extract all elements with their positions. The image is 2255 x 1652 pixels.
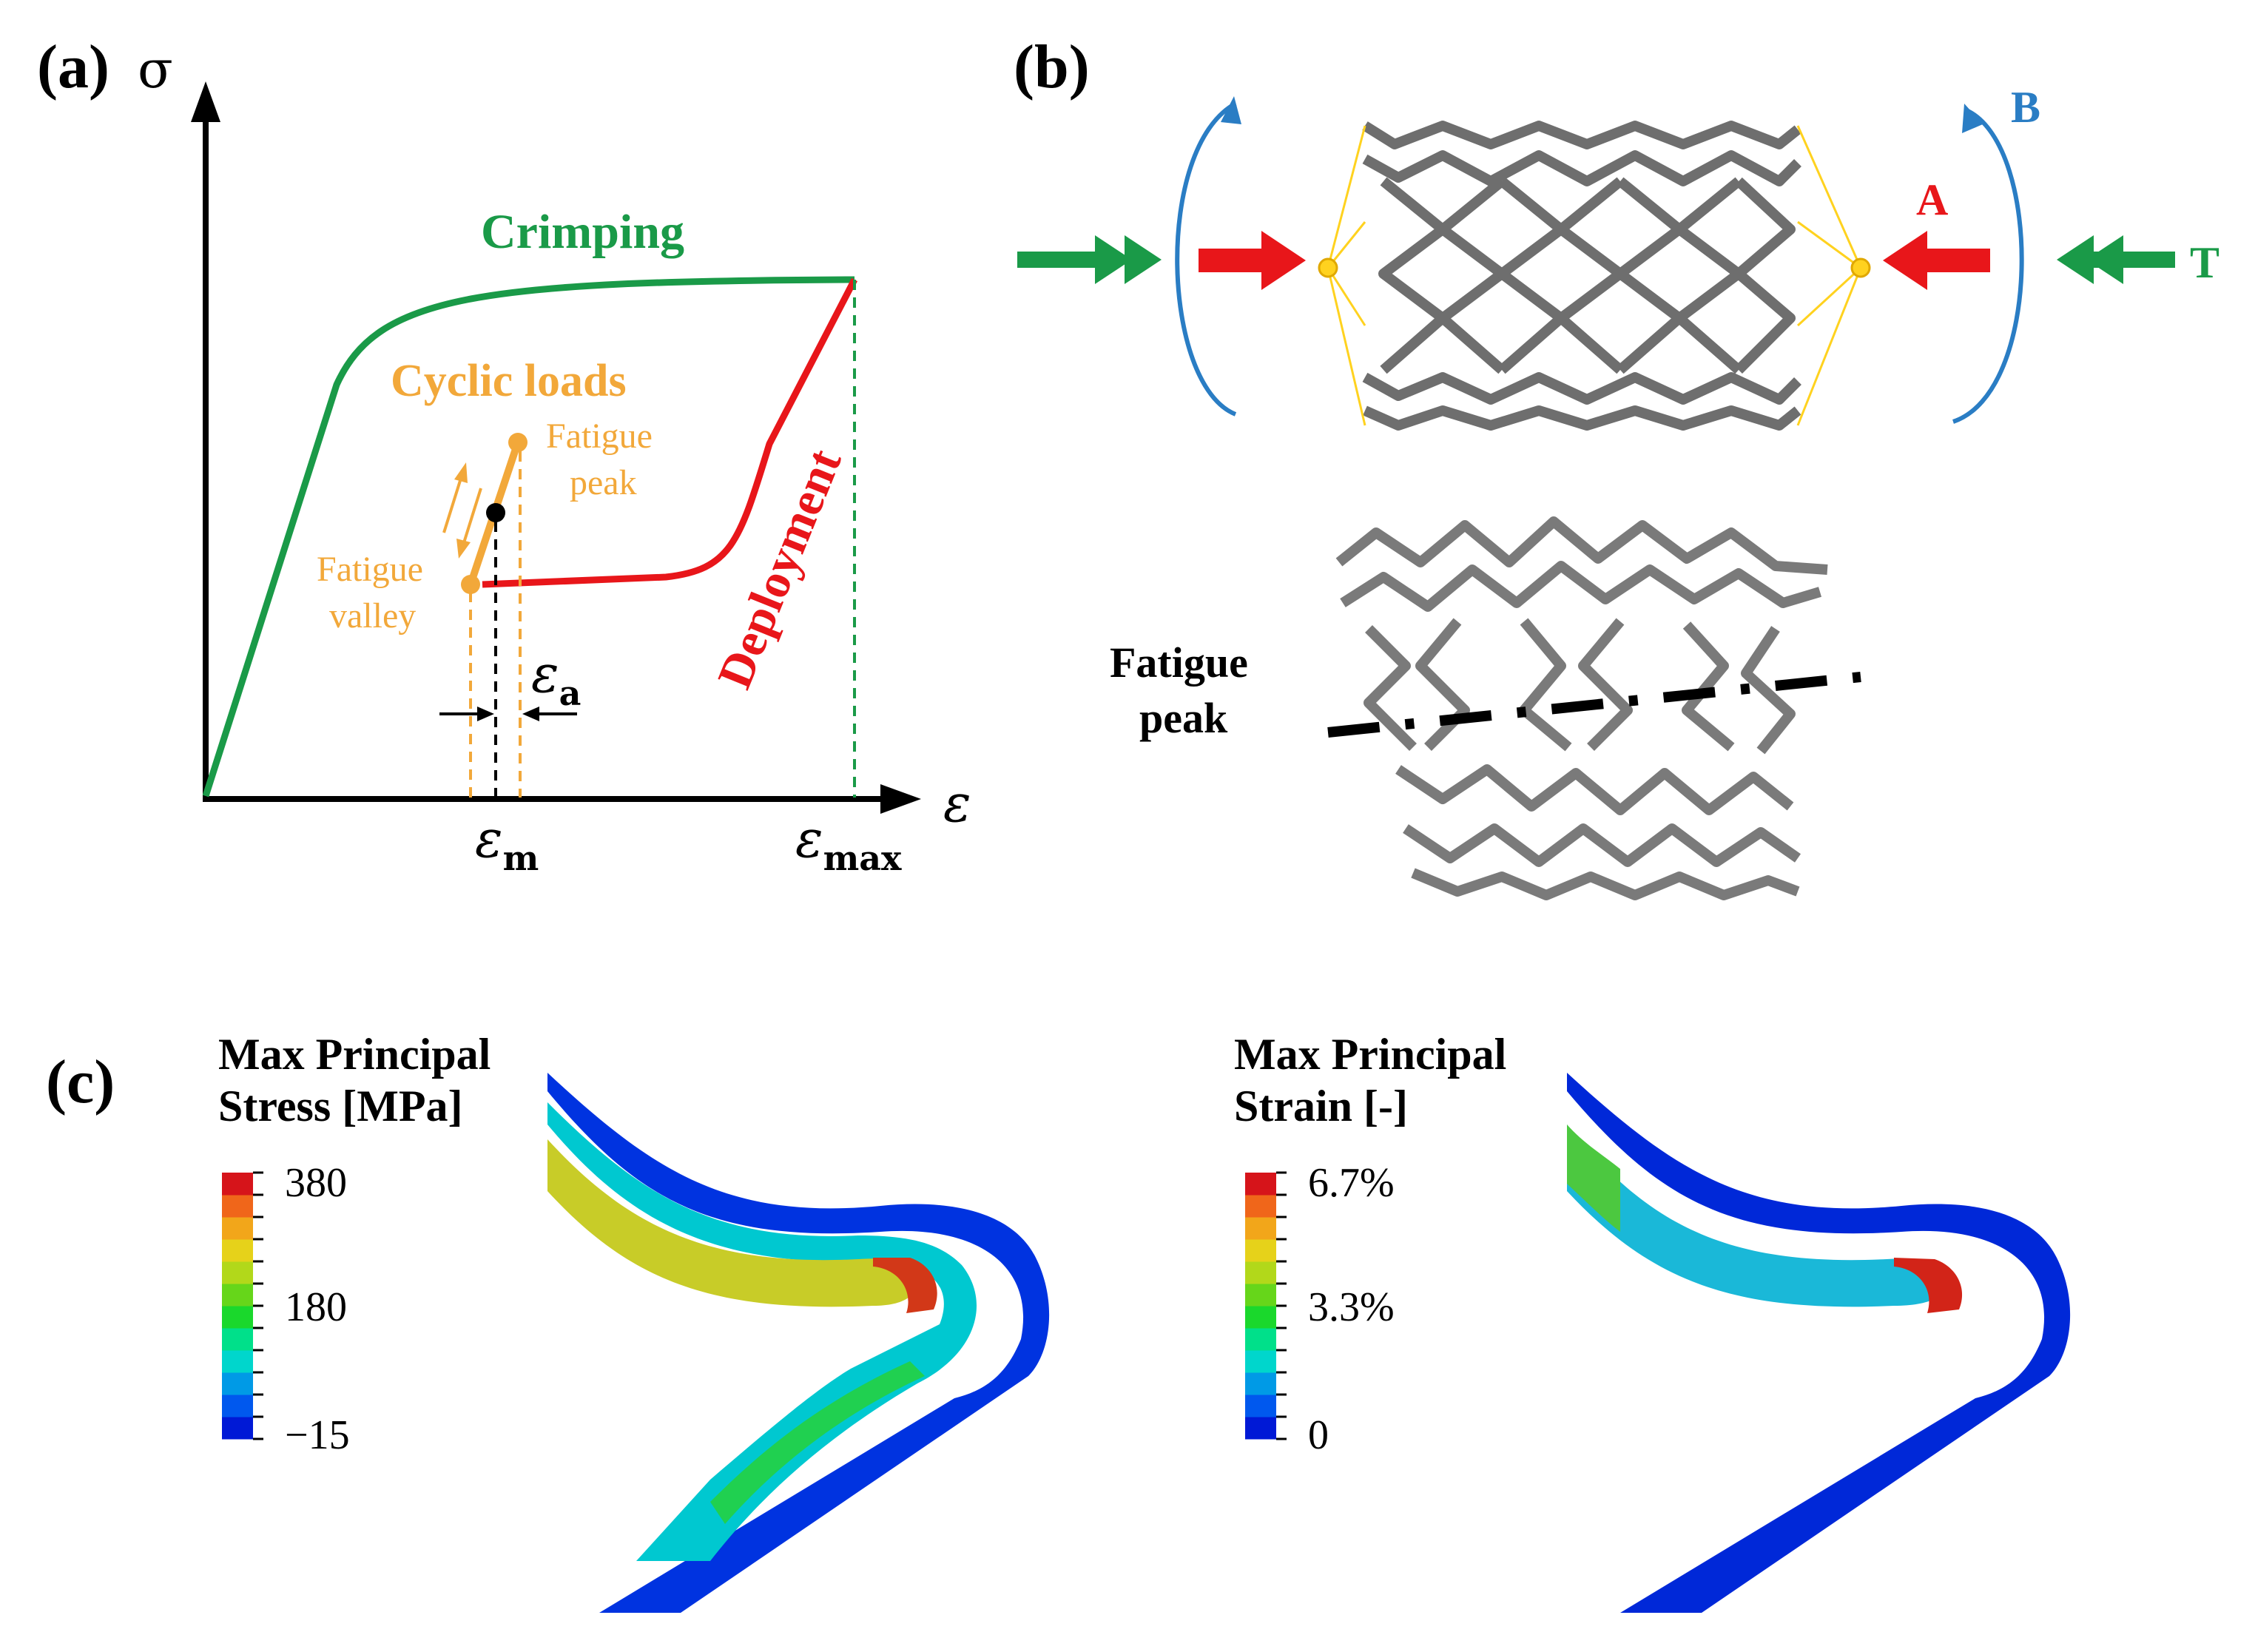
stress-colorbar-segment xyxy=(222,1284,253,1307)
stress-colorbar-segment xyxy=(222,1395,253,1417)
strain-colorbar-segment xyxy=(1245,1195,1276,1218)
fatigue-peak-label-2: peak xyxy=(570,463,637,502)
stress-legend-title-1: Max Principal xyxy=(218,1030,491,1079)
label-B: B xyxy=(2011,83,2040,132)
label-T: T xyxy=(2190,238,2219,287)
panel-c-label: (c) xyxy=(46,1048,115,1116)
panel-a-label: (a) xyxy=(37,33,109,101)
strain-colorbar-segment xyxy=(1245,1395,1276,1417)
stress-colorbar xyxy=(222,1171,263,1440)
strain-mid-label: 3.3% xyxy=(1308,1284,1395,1330)
epsilon-axis-label: ε xyxy=(943,773,971,834)
stent-front-view xyxy=(1362,121,1801,431)
stress-colorbar-segment xyxy=(222,1372,253,1395)
stress-max-label: 380 xyxy=(285,1160,347,1206)
left-bending-arrowhead-icon xyxy=(1221,96,1241,124)
eps-a-left-arrowhead-icon xyxy=(477,707,494,721)
panel-b: (b) xyxy=(1014,33,2219,900)
x-axis-arrow-icon xyxy=(880,784,921,814)
eps-m-label: εm xyxy=(475,809,539,878)
y-axis-arrow-icon xyxy=(191,81,220,122)
strain-colorbar-segment xyxy=(1245,1284,1276,1307)
stress-legend-title-2: Stress [MPa] xyxy=(218,1082,462,1130)
fatigue-peak-point xyxy=(508,433,527,452)
stress-colorbar-segment xyxy=(222,1261,253,1284)
fatigue-peak-label-1: Fatigue xyxy=(546,417,653,456)
label-A: A xyxy=(1916,175,1948,224)
eps-max-label: εmax xyxy=(795,809,902,878)
fatigue-peak-b-label-2: peak xyxy=(1139,694,1228,742)
eps-a-label: εa xyxy=(531,644,581,713)
stress-colorbar-segment xyxy=(222,1239,253,1262)
fatigue-peak-line xyxy=(1327,672,1861,738)
cyclic-arrows-icon xyxy=(442,462,482,559)
panel-c: (c) Max Principal Stress [MPa] 380 180 −… xyxy=(46,1030,2071,1613)
fatigue-peak-b-label-1: Fatigue xyxy=(1110,638,1248,687)
stress-contour-strut xyxy=(547,1073,1050,1613)
strain-colorbar-segment xyxy=(1245,1417,1276,1440)
right-torsion-arrow-icon xyxy=(2057,235,2175,284)
stent-deformed-view xyxy=(1335,516,1828,900)
left-reference-node xyxy=(1318,257,1338,278)
strain-colorbar-segment xyxy=(1245,1261,1276,1284)
deployment-curve xyxy=(482,277,857,588)
stress-colorbar-segment xyxy=(222,1350,253,1373)
strain-colorbar-segment xyxy=(1245,1217,1276,1240)
strain-colorbar-segment xyxy=(1245,1328,1276,1351)
right-reference-node xyxy=(1850,257,1871,278)
strain-colorbar-segment xyxy=(1245,1239,1276,1262)
strain-colorbar-segment xyxy=(1245,1173,1276,1196)
stress-colorbar-segment xyxy=(222,1217,253,1240)
strain-colorbar-segment xyxy=(1245,1350,1276,1373)
left-bending-arc-icon xyxy=(1175,101,1237,417)
stress-colorbar-segment xyxy=(222,1173,253,1196)
cyclic-loads-label: Cyclic loads xyxy=(391,356,627,406)
strain-colorbar-segment xyxy=(1245,1372,1276,1395)
fatigue-valley-label-2: valley xyxy=(329,596,416,635)
stress-min-label: −15 xyxy=(285,1412,350,1458)
strain-min-label: 0 xyxy=(1308,1412,1329,1458)
fatigue-valley-label-1: Fatigue xyxy=(317,550,423,589)
stress-mid-label: 180 xyxy=(285,1284,347,1330)
right-bending-arc-icon xyxy=(1952,109,2024,424)
sigma-axis-label: σ xyxy=(138,39,173,100)
strain-max-label: 6.7% xyxy=(1308,1160,1395,1206)
left-axial-arrow-icon xyxy=(1199,231,1306,290)
strain-colorbar xyxy=(1245,1171,1287,1440)
crimping-label: Crimping xyxy=(481,205,684,259)
deployment-label: Deployment xyxy=(707,442,852,695)
left-torsion-arrow-icon xyxy=(1017,235,1162,284)
strain-legend-title-1: Max Principal xyxy=(1234,1030,1506,1079)
fatigue-valley-point xyxy=(461,575,480,594)
right-bending-arrowhead-icon xyxy=(1962,104,1983,133)
strain-colorbar-segment xyxy=(1245,1306,1276,1329)
panel-a: (a) σ ε Crimping Deployment Cyclic loads… xyxy=(37,33,971,878)
strain-contour-strut xyxy=(1567,1073,2071,1613)
right-axial-arrow-icon xyxy=(1883,231,1990,290)
stress-colorbar-segment xyxy=(222,1328,253,1351)
crimping-curve xyxy=(202,276,855,798)
panel-b-label: (b) xyxy=(1014,33,1090,101)
strain-legend-title-2: Strain [-] xyxy=(1234,1082,1408,1130)
stress-colorbar-segment xyxy=(222,1306,253,1329)
stress-colorbar-segment xyxy=(222,1417,253,1440)
stress-colorbar-segment xyxy=(222,1195,253,1218)
eps-a-right-arrowhead-icon xyxy=(522,707,539,721)
mean-point xyxy=(486,503,505,522)
